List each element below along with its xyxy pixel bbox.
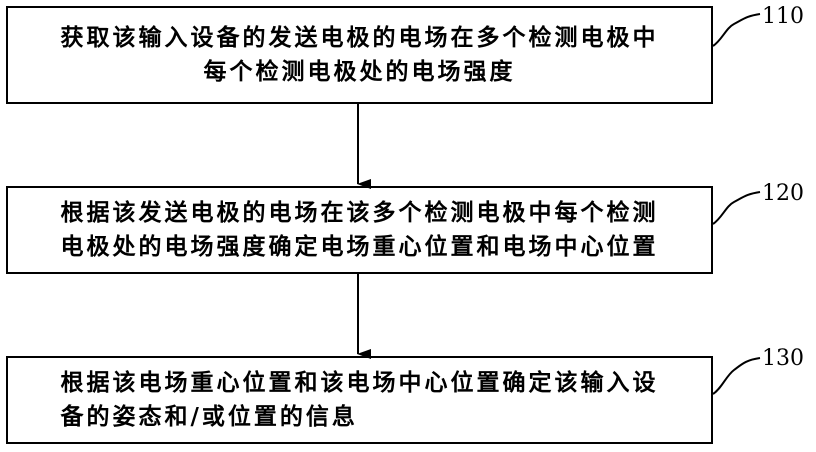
step-text-130: 根据该电场重心位置和该电场中心位置确定该输入设 备的姿态和/或位置的信息 xyxy=(61,366,659,434)
step-box-110: 获取该输入设备的发送电极的电场在多个检测电极中 每个检测电极处的电场强度 xyxy=(6,6,713,104)
step-box-130: 根据该电场重心位置和该电场中心位置确定该输入设 备的姿态和/或位置的信息 xyxy=(6,356,713,444)
leader-line-130 xyxy=(713,358,760,394)
leader-line-110 xyxy=(713,14,760,46)
ref-label-110: 110 xyxy=(762,4,804,29)
step-box-120: 根据该发送电极的电场在该多个检测电极中每个检测 电极处的电场强度确定电场重心位置… xyxy=(6,186,713,274)
ref-label-130: 130 xyxy=(762,346,804,371)
step-text-120: 根据该发送电极的电场在该多个检测电极中每个检测 电极处的电场强度确定电场重心位置… xyxy=(61,196,659,264)
ref-label-120: 120 xyxy=(762,181,804,206)
leader-line-120 xyxy=(713,192,760,224)
step-text-110: 获取该输入设备的发送电极的电场在多个检测电极中 每个检测电极处的电场强度 xyxy=(61,21,659,89)
